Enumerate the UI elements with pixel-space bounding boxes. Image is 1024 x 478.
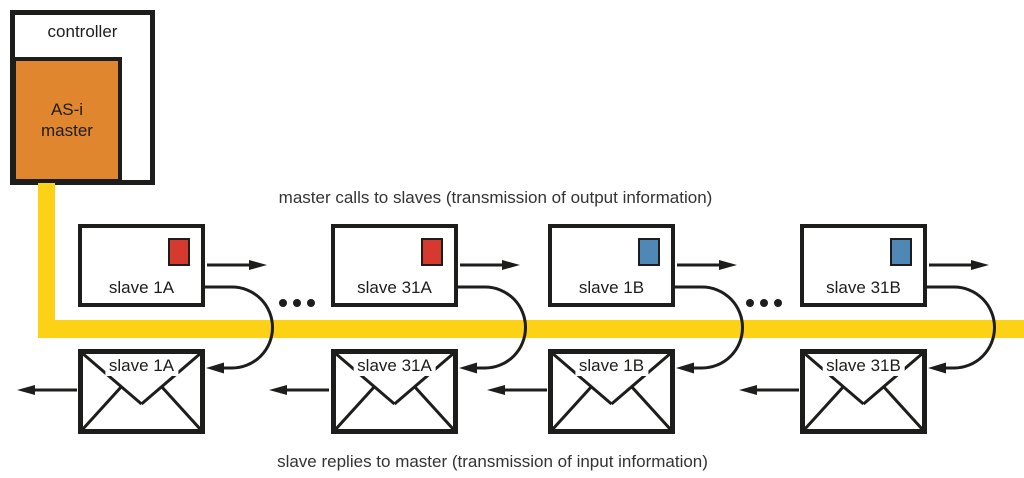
stamp-icon [638,238,660,266]
ellipsis-icon [746,299,782,307]
envelope-slave-1a: slave 1A [78,349,205,434]
slave-box-label: slave 1B [578,278,645,297]
envelope-slave-31a: slave 31A [331,349,458,434]
envelope-icon [548,349,675,434]
curved-arrow-icon [204,285,274,374]
envelope-slave-1b: slave 1B [548,349,675,434]
asi-bus-line [38,320,1024,338]
asi-master-box: AS-i master [12,57,122,183]
caption-master-calls: master calls to slaves (transmission of … [278,188,713,207]
caption-slave-replies: slave replies to master (transmission of… [277,452,708,471]
left-arrow-icon [487,385,547,395]
right-arrow-icon [677,260,737,270]
envelope-label: slave 1A [104,356,179,376]
curved-arrow-icon [926,285,996,374]
right-arrow-icon [460,260,520,270]
envelope-slave-31b: slave 31B [800,349,927,434]
left-arrow-icon [269,385,329,395]
left-arrow-icon [739,385,799,395]
right-arrow-icon [207,260,267,270]
stamp-icon [890,238,912,266]
slave-box-31b: slave 31B [800,224,927,307]
envelope-label: slave 1B [574,356,649,376]
slave-box-label: slave 31A [357,278,432,297]
left-arrow-icon [17,385,77,395]
curved-arrow-icon [674,285,744,374]
envelope-label: slave 31A [353,356,436,376]
curved-arrow-icon [457,285,527,374]
slave-box-1b: slave 1B [548,224,675,307]
stamp-icon [421,238,443,266]
controller-label: controller [47,22,118,41]
ellipsis-icon [279,299,315,307]
stamp-icon [168,238,190,266]
slave-box-label: slave 31B [826,278,901,297]
slave-box-label: slave 1A [108,278,175,297]
asi-bus-vertical-segment [38,183,55,338]
slave-box-1a: slave 1A [78,224,205,307]
slave-box-31a: slave 31A [331,224,458,307]
right-arrow-icon [929,260,989,270]
envelope-label: slave 31B [822,356,905,376]
asi-master-label: AS-i master [41,99,93,140]
